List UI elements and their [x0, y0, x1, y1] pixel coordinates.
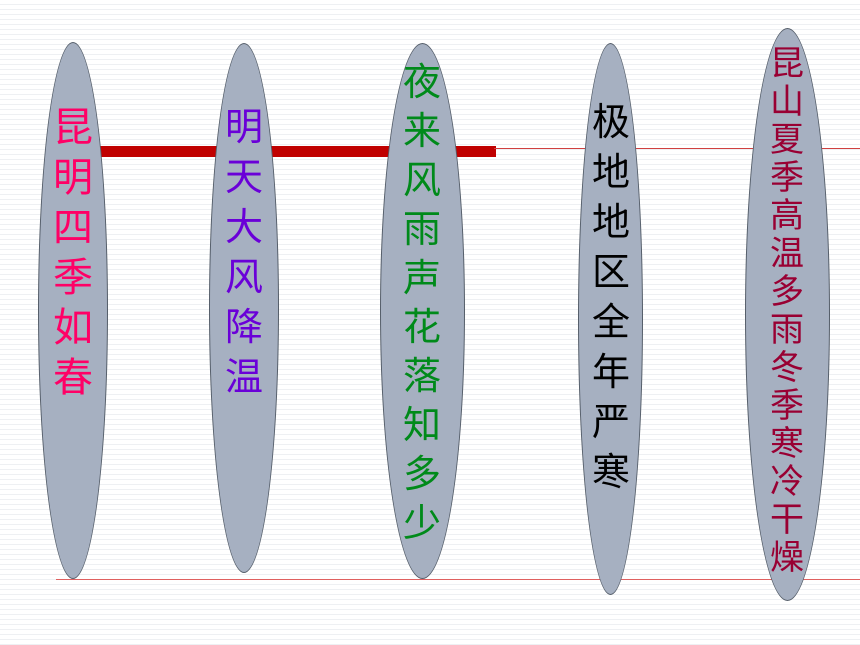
red-line — [494, 148, 860, 149]
oval-5-text: 昆山夏季高温多雨 冬季寒冷干燥 — [770, 44, 804, 578]
baseline-line — [56, 579, 860, 580]
oval-4 — [578, 43, 643, 595]
oval-5 — [745, 28, 830, 601]
oval-4-text: 极地地区全年严寒 — [591, 100, 630, 494]
oval-1-text: 昆明四季如春 — [53, 105, 93, 401]
oval-3 — [380, 43, 465, 579]
oval-3-text: 夜来风雨声花落知多少 — [402, 60, 441, 545]
oval-2 — [209, 43, 279, 573]
oval-2-text: 明天大风降温 — [224, 105, 263, 399]
oval-1 — [38, 42, 108, 579]
red-bar — [100, 146, 496, 157]
